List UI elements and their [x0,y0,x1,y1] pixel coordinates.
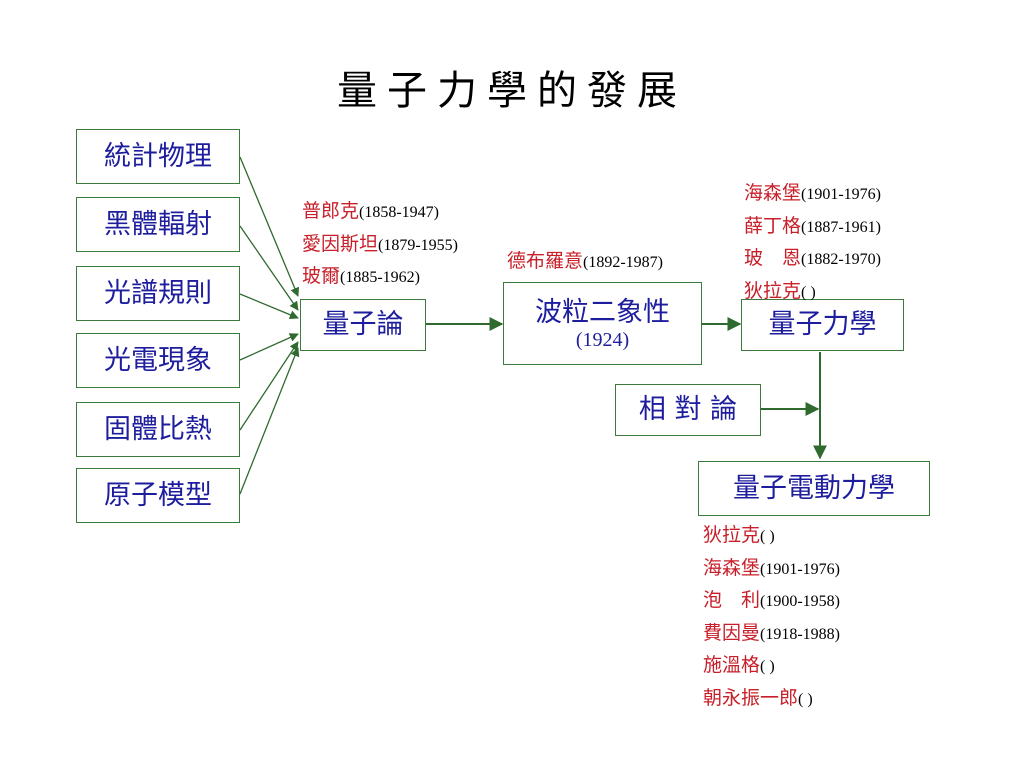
scientists-quantum-mechanics: 海森堡(1901-1976) 薛丁格(1887-1961) 玻 恩(1882-1… [744,178,881,308]
box-statistical-physics: 統計物理 [76,129,240,184]
scientist-entry: 愛因斯坦(1879-1955) [302,232,458,255]
box-wave-particle-duality: 波粒二象性 (1924) [503,282,702,365]
scientist-entry: 海森堡(1901-1976) [703,556,840,579]
scientist-entry: 德布羅意(1892-1987) [507,250,663,272]
scientists-qed: 狄拉克( ) 海森堡(1901-1976) 泡 利(1900-1958) 費因曼… [703,520,840,715]
scientist-entry: 玻 恩(1882-1970) [744,247,881,269]
box-quantum-electrodynamics: 量子電動力學 [698,461,930,516]
scientist-entry: 施溫格( ) [703,654,775,676]
box-quantum-theory: 量子論 [300,299,426,351]
scientist-entry: 薛丁格(1887-1961) [744,214,881,237]
box-quantum-mechanics: 量子力學 [741,299,904,351]
scientist-entry: 朝永振一郎( ) [703,686,813,709]
box-photoelectric-effect: 光電現象 [76,333,240,388]
box-spectral-rules: 光譜規則 [76,266,240,321]
arrow-blackbody-to-quantum [239,225,299,311]
scientist-entry: 狄拉克( ) [744,279,816,302]
wave-particle-year: (1924) [575,328,630,351]
arrow-photoelectric-to-quantum [239,333,299,361]
scientist-entry: 狄拉克( ) [703,524,775,546]
arrow-statistical-to-quantum [239,156,300,297]
scientist-entry: 費因曼(1918-1988) [703,621,840,644]
scientist-entry: 泡 利(1900-1958) [703,589,840,611]
arrow-spectra-to-quantum [239,293,299,320]
page-title: 量子力學的發展 [337,68,687,114]
scientist-entry: 海森堡(1901-1976) [744,182,881,204]
scientist-entry: 普郎克(1858-1947) [302,200,439,222]
box-atomic-model: 原子模型 [76,468,240,523]
arrow-atommodel-to-quantum [239,347,300,495]
box-relativity: 相 對 論 [615,384,761,436]
box-solid-specific-heat: 固體比熱 [76,402,240,457]
arrow-specificheat-to-quantum [239,341,299,431]
scientist-entry: 玻爾(1885-1962) [302,265,420,287]
scientists-wave-particle: 德布羅意(1892-1987) [507,246,663,279]
scientists-quantum-theory: 普郎克(1858-1947) 愛因斯坦(1879-1955) 玻爾(1885-1… [302,196,458,294]
wave-particle-label: 波粒二象性 [535,296,670,328]
box-blackbody-radiation: 黑體輻射 [76,197,240,252]
